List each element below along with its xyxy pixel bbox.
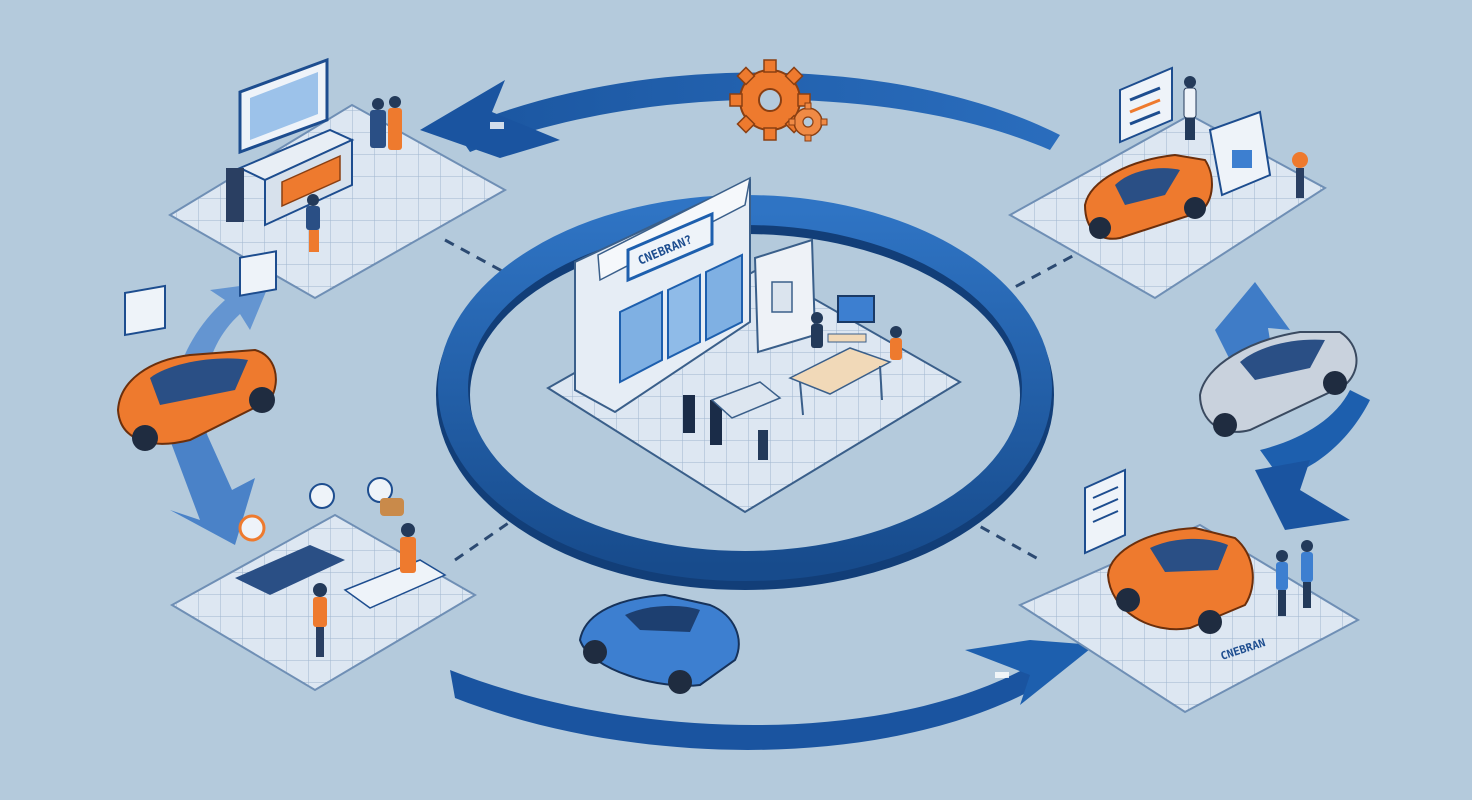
station-service-bay bbox=[1010, 68, 1325, 298]
station-sales-desk bbox=[170, 60, 505, 298]
checklist-document bbox=[1085, 470, 1125, 553]
connector-top-right bbox=[1000, 252, 1080, 295]
top-cycle-arrow bbox=[420, 72, 1060, 158]
bottom-cycle-arrow bbox=[450, 640, 1095, 750]
car-blue-sedan bbox=[580, 595, 739, 694]
